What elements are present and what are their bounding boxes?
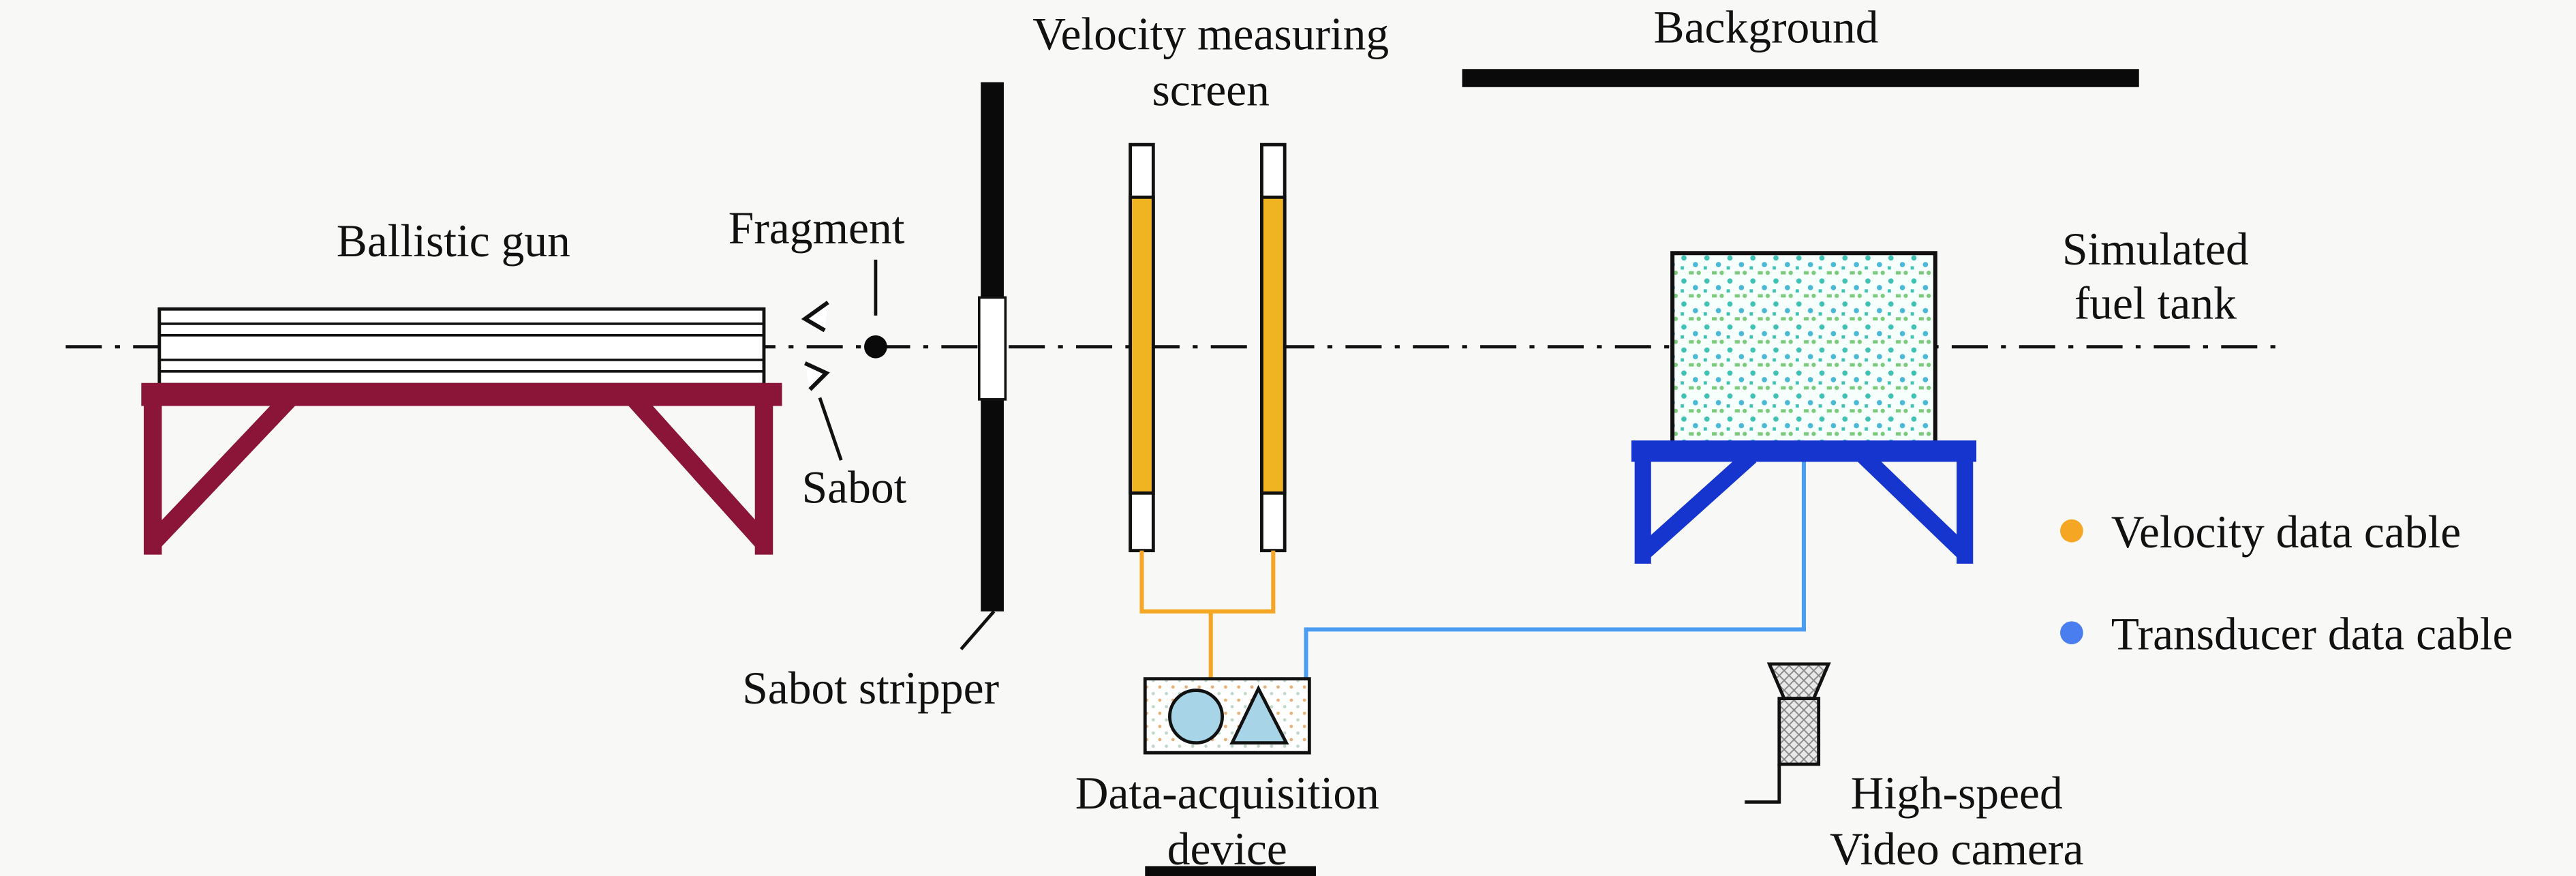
daq-label-line1: Data-acquisition [1075, 768, 1379, 819]
gun-barrel [157, 307, 766, 387]
velocity-data-cable [1139, 550, 1276, 679]
fragment-dot [864, 335, 887, 359]
camera-lens-hood [1766, 662, 1831, 701]
data-acquisition-device: Data-acquisition device [1075, 677, 1379, 875]
legend-dot-velocity [2060, 519, 2083, 543]
camera-label-line1: High-speed [1851, 768, 2063, 819]
fuel-tank: Simulated fuel tank [1631, 224, 2249, 564]
sabot-stripper-leader-line [960, 610, 996, 650]
daq-triangle-indicator [1229, 684, 1289, 745]
tank-stand-legs [1634, 450, 1974, 564]
sabot-petal-upper [801, 301, 829, 333]
velocity-screens: Velocity measuring screen [1032, 8, 1389, 553]
velocity-screen-left-active [1129, 195, 1155, 495]
ballistic-gun: Ballistic gun [141, 215, 782, 555]
legend-label-transducer: Transducer data cable [2111, 608, 2513, 659]
camera-mount [1745, 764, 1781, 804]
sabot-leader-line [818, 397, 843, 461]
velocity-screen-label-line1: Velocity measuring [1032, 8, 1389, 59]
daq-circle-indicator [1168, 689, 1224, 745]
tank-stand-top [1631, 440, 1977, 462]
background-bar: Background [1462, 2, 2139, 87]
sabot-stripper-aperture [977, 296, 1007, 401]
background-label: Background [1654, 2, 1879, 53]
background-bar-shape [1462, 69, 2139, 87]
fuel-tank-label-line2: fuel tank [2074, 278, 2237, 329]
sabot-stripper: Sabot stripper [742, 82, 1007, 714]
sabot-label: Sabot [802, 462, 907, 513]
transducer-data-cable [1304, 447, 1806, 679]
fragment-group: Fragment Sabot [729, 202, 907, 513]
velocity-screen-right-active [1260, 195, 1287, 495]
fuel-tank-label-line1: Simulated [2062, 224, 2249, 275]
sabot-stripper-label: Sabot stripper [742, 663, 999, 714]
gun-stand-top [141, 382, 782, 406]
ballistic-gun-label: Ballistic gun [337, 215, 570, 267]
bottom-edge-bar [1145, 866, 1316, 876]
legend-item-transducer: Transducer data cable [2060, 608, 2513, 659]
gun-stand-legs [143, 393, 773, 555]
video-camera: High-speed Video camera [1745, 662, 2084, 875]
legend-dot-transducer [2060, 621, 2083, 645]
fuel-tank-body [1670, 251, 1937, 446]
legend-label-velocity: Velocity data cable [2111, 507, 2461, 558]
sabot-petal-lower [803, 361, 830, 391]
camera-body [1777, 697, 1821, 766]
fragment-label: Fragment [729, 202, 905, 254]
legend-item-velocity: Velocity data cable [2060, 507, 2461, 558]
camera-label-line2: Video camera [1830, 824, 2084, 875]
legend: Velocity data cable Transducer data cabl… [2060, 507, 2513, 659]
velocity-screen-label-line2: screen [1152, 64, 1270, 115]
